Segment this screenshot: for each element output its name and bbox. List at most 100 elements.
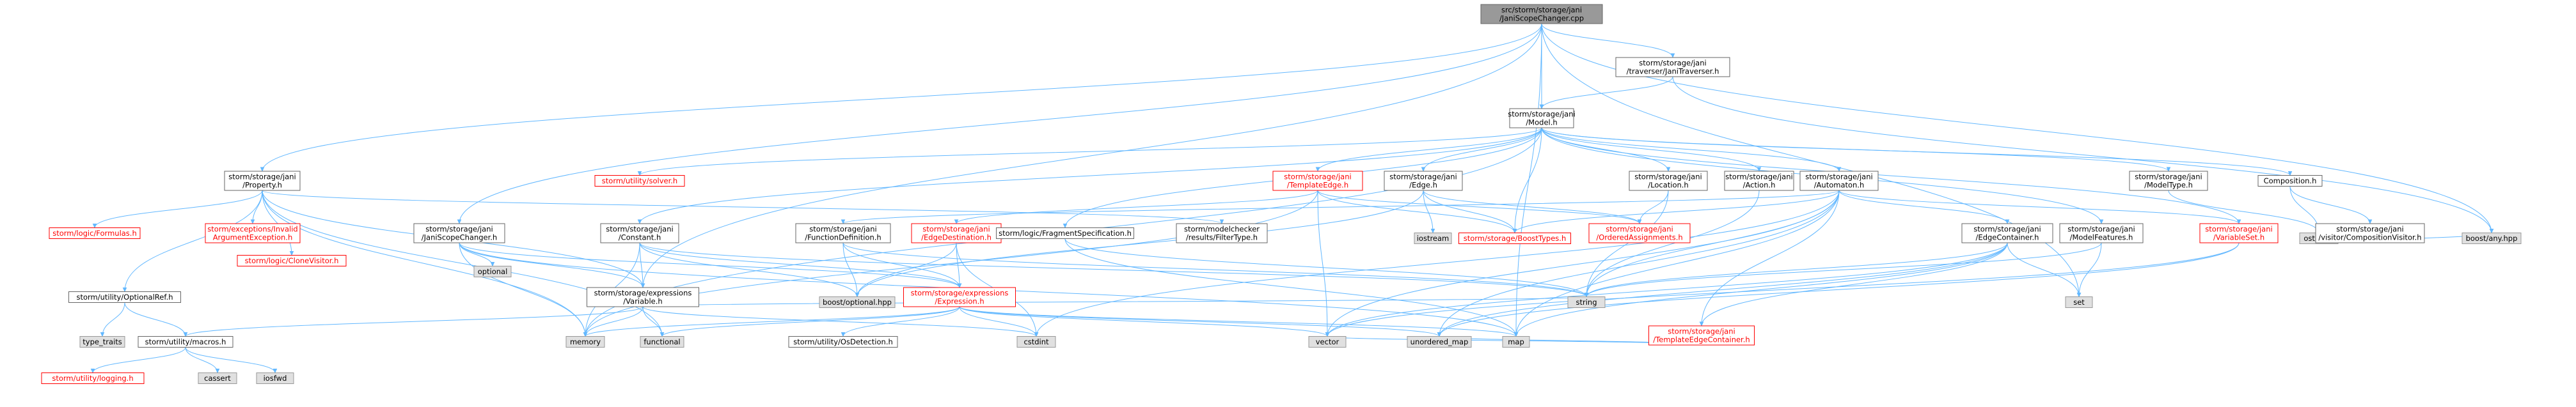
node-location[interactable]: storm/storage/jani/Location.h [1629,171,1708,191]
node-label-line: /results/FilterType.h [1186,233,1258,242]
edge-action-to-string [1586,190,1760,297]
node-model[interactable]: storm/storage/jani/Model.h [1508,108,1576,128]
node-label-line: storm/modelchecker [1184,225,1260,234]
edge-root-to-boostany [1541,23,2492,233]
node-unorderedmap: unordered_map [1407,336,1472,348]
node-edgedest[interactable]: storm/storage/jani/EdgeDestination.h [911,223,1002,243]
node-label-line: storm/storage/jani [2336,225,2403,234]
node-clonevisitor[interactable]: storm/logic/CloneVisitor.h [237,255,347,266]
node-label-line: /Action.h [1743,181,1776,190]
node-label-line: /Edge.h [1409,181,1437,190]
node-automaton[interactable]: storm/storage/jani/Automaton.h [1799,171,1879,191]
edge-expression-to-vector [959,306,1327,337]
node-constant[interactable]: storm/storage/jani/Constant.h [600,223,679,243]
edge-travjani-to-model [1542,76,1673,109]
node-orderedassign[interactable]: storm/storage/jani/OrderedAssignments.h [1588,223,1691,243]
node-label-line: cassert [204,374,231,383]
edge-edge-to-boosttypes [1423,190,1515,233]
node-exprvariable[interactable]: storm/storage/expressions/Variable.h [587,287,699,307]
edge-composition-to-compvisitor [2289,186,2370,224]
node-label-line: /TemplateEdge.h [1287,181,1348,190]
edge-templateedge-to-memory [585,190,1318,337]
node-funcdef[interactable]: storm/storage/jani/FunctionDefinition.h [795,223,891,243]
edge-property-to-filtertype [262,190,1222,224]
node-set: set [2065,296,2093,308]
edge-constant-to-exprvariable [639,242,643,288]
edge-edge-to-boostoptional [857,190,1424,297]
node-optionalref[interactable]: storm/utility/OptionalRef.h [68,291,181,303]
node-templateedge[interactable]: storm/storage/jani/TemplateEdge.h [1272,171,1363,191]
edge-constant-to-string [639,242,1586,297]
node-edgecontainer[interactable]: storm/storage/jani/EdgeContainer.h [1961,223,2053,243]
node-fragspec[interactable]: storm/logic/FragmentSpecification.h [996,227,1134,239]
node-label-line: /TemplateEdgeContainer.h [1653,335,1750,344]
node-label-line: storm/storage/jani [228,173,296,181]
edge-exprvariable-to-cstdint [642,306,1036,337]
node-formulas[interactable]: storm/logic/Formulas.h [49,227,141,239]
node-label-line: /Automaton.h [1814,181,1865,190]
node-scopechanger[interactable]: storm/storage/jani/JaniScopeChanger.h [413,223,505,243]
edge-edgecontainer-to-templatecont [1702,242,2008,326]
node-label-line: iostream [1417,234,1450,243]
node-filtertype[interactable]: storm/modelchecker/results/FilterType.h [1176,223,1268,243]
node-label-line: storm/storage/jani [1634,173,1702,181]
edge-funcdef-to-string [842,242,1586,297]
node-travjani[interactable]: storm/storage/jani/traverser/JaniTravers… [1615,57,1730,77]
edge-expression-to-map [959,306,1516,337]
node-boostany: boost/any.hpp [2461,233,2522,244]
edge-root-to-scopechanger [459,23,1542,224]
edge-edgedest-to-expression [956,242,960,288]
node-logging[interactable]: storm/utility/logging.h [41,372,145,384]
edge-modelfeatures-to-string [1586,242,2102,297]
node-label-line: storm/storage/jani [809,225,876,234]
node-label-line: memory [570,337,601,346]
edge-model-to-variableset [1541,127,2239,224]
node-solver[interactable]: storm/utility/solver.h [594,175,685,187]
node-boosttypes[interactable]: storm/storage/BoostTypes.h [1458,233,1571,244]
edge-automaton-to-templatecont [1702,190,1840,326]
node-variableset[interactable]: storm/storage/jani/VariableSet.h [2199,223,2279,243]
node-cassert: cassert [198,372,237,384]
node-label-line: storm/storage/jani [1805,173,1872,181]
edge-constant-to-boostoptional [639,242,857,297]
node-osdetection[interactable]: storm/utility/OsDetection.h [788,336,898,348]
node-invalidarg[interactable]: storm/exceptions/InvalidArgumentExceptio… [205,223,301,243]
edge-scopechanger-to-expression [459,242,960,288]
node-modeltype[interactable]: storm/storage/jani/ModelType.h [2129,171,2208,191]
edge-edgecontainer-to-map [1516,242,2008,337]
node-composition[interactable]: Composition.h [2257,175,2323,187]
node-label-line: /Variable.h [623,297,662,306]
node-iostream: iostream [1414,233,1452,244]
node-label-line: storm/storage/jani [1639,59,1706,68]
node-label-line: /JaniScopeChanger.cpp [1499,14,1584,23]
edge-funcdef-to-expression [842,242,960,288]
edge-funcdef-to-boostoptional [842,242,857,297]
node-templatecont[interactable]: storm/storage/jani/TemplateEdgeContainer… [1648,325,1755,346]
edge-model-to-templateedge [1318,127,1542,171]
node-label-line: storm/utility/logging.h [52,374,133,383]
node-memory: memory [565,336,605,348]
edge-automaton-to-funcdef [843,190,1840,224]
node-root[interactable]: src/storm/storage/jani/JaniScopeChanger.… [1480,4,1603,24]
edge-automaton-to-unorderedmap [1439,190,1840,337]
node-label-line: Composition.h [2264,176,2317,185]
node-property[interactable]: storm/storage/jani/Property.h [224,171,301,191]
node-label-line: storm/storage/BoostTypes.h [1464,234,1567,243]
node-label-line: /OrderedAssignments.h [1596,233,1682,242]
node-action[interactable]: storm/storage/jani/Action.h [1724,171,1794,191]
node-edge[interactable]: storm/storage/jani/Edge.h [1384,171,1463,191]
edge-modelfeatures-to-set [2079,242,2102,297]
edge-edgecontainer-to-vector [1327,242,2008,337]
edge-macros-to-iosfwd [185,347,275,373]
edge-templateedge-to-boosttypes [1317,190,1515,233]
node-modelfeatures[interactable]: storm/storage/jani/ModelFeatures.h [2059,223,2144,243]
node-label-line: /Model.h [1526,118,1557,127]
node-string: string [1567,296,1606,308]
node-label-line: storm/storage/jani [2067,225,2135,234]
node-label-line: type_traits [83,337,122,346]
edge-edgecontainer-to-string [1586,242,2008,297]
node-compvisitor[interactable]: storm/storage/jani/visitor/CompositionVi… [2315,223,2425,243]
node-expression[interactable]: storm/storage/expressions/Expression.h [903,287,1016,307]
node-macros[interactable]: storm/utility/macros.h [138,336,233,348]
node-vector: vector [1308,336,1347,348]
